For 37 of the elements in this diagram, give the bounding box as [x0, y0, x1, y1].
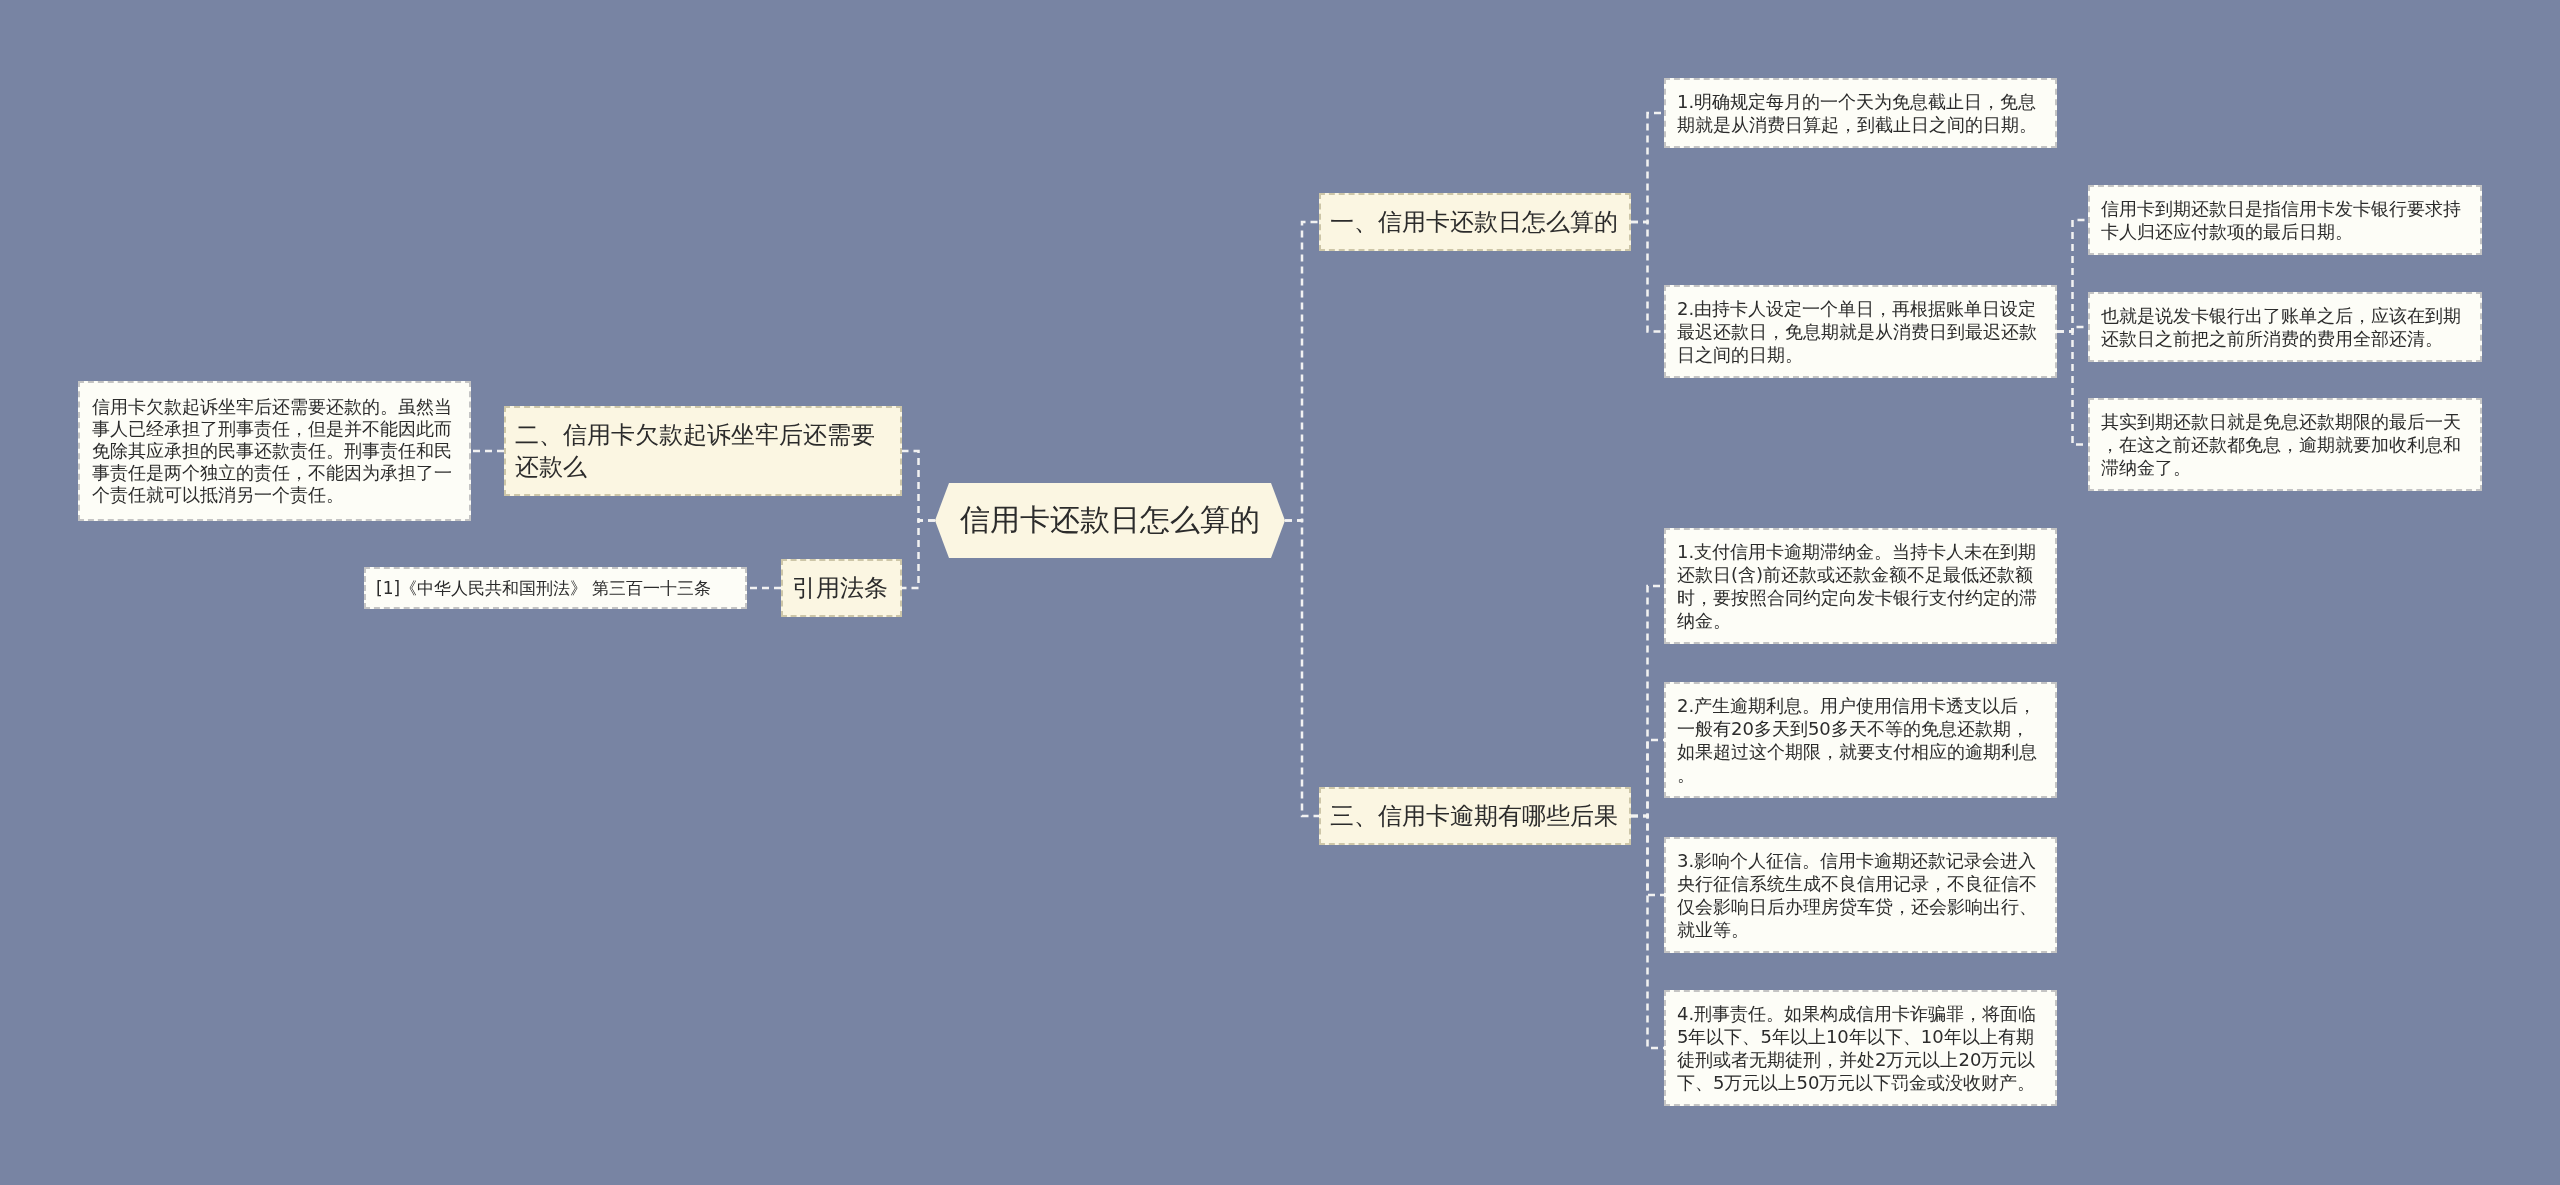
topic-box: [781, 559, 902, 617]
topic-text: 三、信用卡逾期有哪些后果: [1330, 801, 1619, 832]
topic-box: [1319, 787, 1631, 845]
topic-text: 二、信用卡欠款起诉坐牢后还需要还款么: [515, 420, 876, 483]
connector-line: [1631, 220, 1664, 333]
note-text: 2.产生逾期利息。用户使用信用卡透支以后，一般有20多天到50多天不等的免息还款期，如果超过这个期限，就要支付相应的逾期利息。: [1677, 694, 2038, 786]
citation-text: [1]《中华人民共和国刑法》 第三百一十三条: [376, 577, 713, 599]
note-text: 也就是说发卡银行出了账单之后，应该在到期还款日之前把之前所消费的费用全部还清。: [2101, 304, 2462, 350]
connector-line: [471, 449, 504, 453]
note-text: 2.由持卡人设定一个单日，再根据账单日设定最迟还款日，免息期就是从消费日到最迟还款日之间的日期。: [1677, 297, 2038, 366]
note-text: 1.支付信用卡逾期滞纳金。当持卡人未在到期还款日(含)前还款或还款金额不足最低还款额时，要按照合同约定向发卡银行支付约定的滞纳金。: [1677, 540, 2038, 632]
central-topic-hexagon: [935, 483, 1285, 558]
note-box: [1664, 285, 2057, 378]
note-text: 信用卡到期还款日是指信用卡发卡银行要求持卡人归还应付款项的最后日期。: [2101, 197, 2462, 243]
note-box: [2088, 185, 2482, 255]
note-text: 其实到期还款日就是免息还款期限的最后一天，在这之前还款都免息，逾期就要加收利息和滞纳金了。: [2101, 410, 2462, 479]
note-text: 信用卡欠款起诉坐牢后还需要还款的。虽然当事人已经承担了刑事责任，但是并不能因此而免除其应承担的民事还款责任。刑事责任和民事责任是两个独立的责任，不能因为承担了一个责任就可以抵消另一个责任。: [92, 396, 453, 506]
note-text: 1.明确规定每月的一个天为免息截止日，免息期就是从消费日算起，到截止日之间的日期。: [1677, 90, 2038, 136]
topic-box: [504, 406, 902, 496]
note-box: [2088, 398, 2482, 491]
connector-line: [1285, 519, 1319, 818]
note-box: [78, 381, 471, 521]
topic-text: 引用法条: [792, 573, 889, 604]
central-topic-text: 信用卡还款日怎么算的: [960, 501, 1260, 539]
note-box: [1664, 990, 2057, 1106]
connector-line: [902, 519, 935, 590]
note-box: [1664, 78, 2057, 148]
connector-line: [747, 586, 781, 590]
note-box: [2088, 292, 2482, 362]
note-text: 4.刑事责任。如果构成信用卡诈骗罪，将面临5年以下、5年以上10年以下、10年以上有期徒刑或者无期徒刑，并处2万元以上20万元以下、5万元以上50万元以下罚金或没收财产。: [1677, 1002, 2038, 1094]
note-box: [1664, 837, 2057, 953]
topic-text: 一、信用卡还款日怎么算的: [1330, 207, 1619, 238]
note-box: [1664, 682, 2057, 798]
citation-box: [364, 567, 747, 609]
note-text: 3.影响个人征信。信用卡逾期还款记录会进入央行征信系统生成不良信用记录，不良征信不仅会影响日后办理房贷车贷，还会影响出行、就业等。: [1677, 849, 2038, 941]
note-box: [1664, 528, 2057, 644]
topic-box: [1319, 193, 1631, 251]
